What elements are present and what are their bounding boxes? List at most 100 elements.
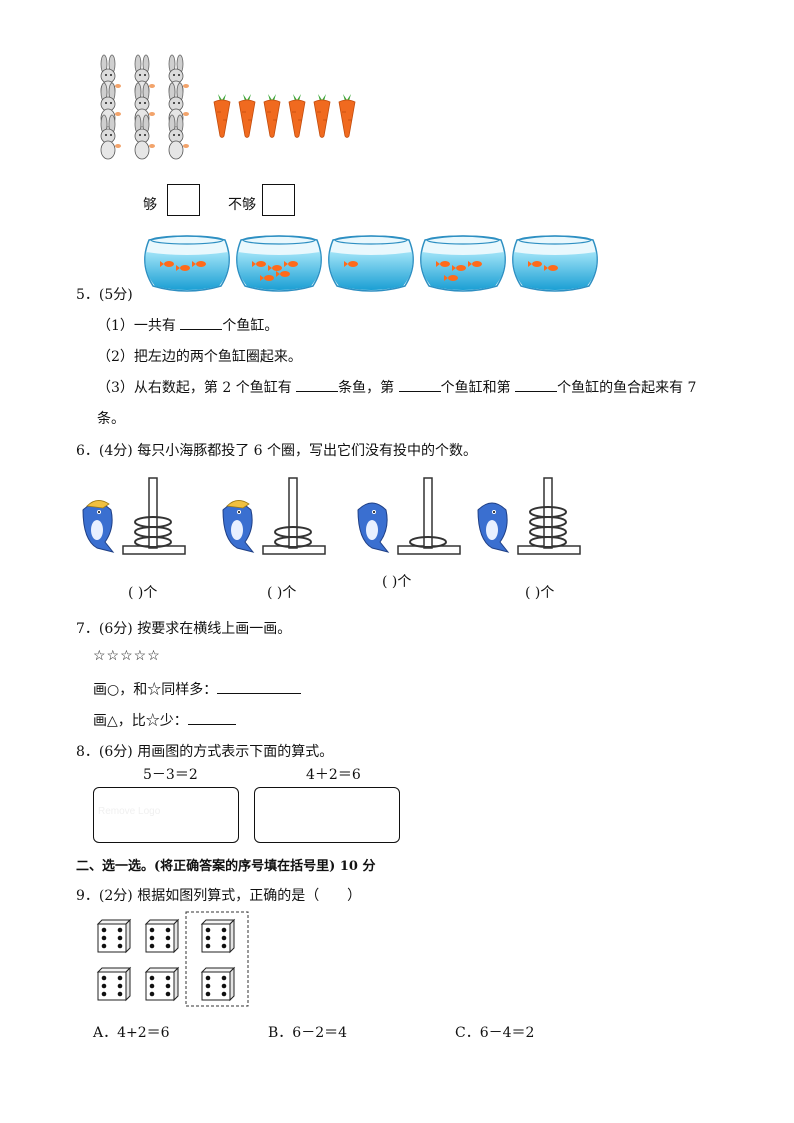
q7-line-b: 画△，比☆少： <box>93 710 236 730</box>
carrot-group <box>213 94 356 138</box>
ring-pole <box>517 477 581 555</box>
q5-line1-text-b: 个鱼缸。 <box>222 318 279 334</box>
enough-label: 够 <box>143 197 157 213</box>
q5-blank-total-bowls[interactable] <box>180 315 223 330</box>
q8-drawing-box-2[interactable] <box>254 787 400 843</box>
q5-line3-text-d: 个鱼缸的鱼合起来有 7 <box>557 380 697 396</box>
ring-pole <box>397 477 461 555</box>
ring-icon <box>529 506 567 518</box>
goldfish-icon <box>452 265 466 271</box>
q6-answer-2[interactable]: ( )个 <box>267 585 297 601</box>
dice-icon <box>96 918 132 954</box>
dolphin-ring-toss <box>82 477 186 555</box>
rabbit-icon <box>168 114 189 160</box>
dolphin-icon <box>477 502 510 553</box>
goldfish-icon <box>268 265 282 271</box>
rabbit-icon <box>134 114 155 160</box>
q6-answer-1[interactable]: ( )个 <box>128 585 158 601</box>
goldfish-icon <box>544 265 558 271</box>
q8-header: 8．(6分) 用画图的方式表示下面的算式。 <box>76 744 334 760</box>
fish-bowl <box>420 235 506 292</box>
q6-answer-4[interactable]: ( )个 <box>525 585 555 601</box>
goldfish-icon <box>444 275 458 281</box>
q7-line-b-text: 画△，比☆少： <box>93 713 188 729</box>
dice-icon <box>200 966 236 1002</box>
ring-pole <box>262 477 326 555</box>
q5-blank-bowl-b[interactable] <box>515 377 558 392</box>
dolphin-icon <box>357 502 390 553</box>
dolphin-icon <box>82 500 115 553</box>
dice-icon <box>144 966 180 1002</box>
carrot-icon <box>213 94 231 138</box>
q5-line3: （3）从右数起，第 2 个鱼缸有 条鱼，第 个鱼缸和第 个鱼缸的鱼合起来有 7 <box>97 377 696 397</box>
carrot-icon <box>288 94 306 138</box>
q5-line3-end: 条。 <box>97 411 125 427</box>
q7-line-a: 画○，和☆同样多： <box>93 679 302 699</box>
not-enough-answer-box[interactable] <box>262 184 295 216</box>
q9-option-c[interactable]: C．6－4＝2 <box>455 1025 535 1041</box>
goldfish-icon <box>344 261 358 267</box>
goldfish-icon <box>284 261 298 267</box>
q9-option-a[interactable]: A．4+2＝6 <box>93 1025 170 1041</box>
carrot-icon <box>238 94 256 138</box>
q5-line3-text-a: （3）从右数起，第 2 个鱼缸有 <box>97 380 292 396</box>
q9-option-b[interactable]: B．6－2＝4 <box>268 1025 348 1041</box>
q7-blank-circles[interactable] <box>217 679 302 694</box>
q8-drawing-box-1[interactable]: Remove Logo <box>93 787 239 843</box>
q6-header: 6．(4分) 每只小海豚都投了 6 个圈，写出它们没有投中的个数。 <box>76 443 477 459</box>
ring-icon <box>274 526 312 538</box>
fish-bowl <box>236 235 322 292</box>
dice-figure <box>96 911 249 1007</box>
dolphin-ring-toss <box>222 477 326 555</box>
goldfish-icon <box>276 271 290 277</box>
carrot-icon <box>338 94 356 138</box>
q7-line-a-text: 画○，和☆同样多： <box>93 682 218 698</box>
goldfish-icon <box>160 261 174 267</box>
q5-line3-text-c: 个鱼缸和第 <box>440 380 511 396</box>
dolphin-icon <box>222 500 255 553</box>
q5-header: 5．(5分) <box>76 287 133 303</box>
q5-line1: （1）一共有 个鱼缸。 <box>97 315 278 335</box>
q9-header: 9．(2分) 根据如图列算式，正确的是（ ） <box>76 888 362 904</box>
goldfish-icon <box>252 261 266 267</box>
fish-bowl <box>328 235 414 292</box>
rabbit-group <box>100 54 189 160</box>
dice-icon <box>200 918 236 954</box>
ring-icon <box>409 536 447 548</box>
carrot-icon <box>313 94 331 138</box>
goldfish-icon <box>468 261 482 267</box>
goldfish-icon <box>260 275 274 281</box>
dolphin-ring-toss <box>477 477 581 555</box>
ring-icon <box>134 516 172 528</box>
q5-line2: （2）把左边的两个鱼缸圈起来。 <box>97 349 302 365</box>
q8-equation-1: 5－3＝2 <box>143 767 198 783</box>
q7-stars: ☆☆☆☆☆ <box>93 648 161 664</box>
q7-header: 7．(6分) 按要求在横线上画一画。 <box>76 621 292 637</box>
q5-blank-bowl-a[interactable] <box>398 377 441 392</box>
enough-answer-box[interactable] <box>167 184 200 216</box>
dice-icon <box>96 966 132 1002</box>
dolphin-ring-toss <box>357 477 461 555</box>
q8-equation-2: 4＋2＝6 <box>306 767 361 783</box>
q8-faint-watermark: Remove Logo <box>98 806 161 817</box>
q7-blank-triangles[interactable] <box>187 710 236 725</box>
goldfish-icon <box>528 261 542 267</box>
not-enough-label: 不够 <box>228 197 256 213</box>
dashed-selection-box <box>185 911 249 1007</box>
goldfish-icon <box>176 265 190 271</box>
rabbit-icon <box>100 114 121 160</box>
fish-bowl <box>512 235 598 292</box>
goldfish-icon <box>436 261 450 267</box>
goldfish-icon <box>192 261 206 267</box>
fish-bowl-row <box>144 235 598 292</box>
dolphin-ring-toss-row <box>82 477 581 555</box>
q5-line3-text-b: 条鱼，第 <box>338 380 395 396</box>
fish-bowl <box>144 235 230 292</box>
ring-pole <box>122 477 186 555</box>
q5-line1-text-a: （1）一共有 <box>97 318 176 334</box>
q5-blank-fish-count[interactable] <box>296 377 339 392</box>
section-2-title: 二、选一选。(将正确答案的序号填在括号里) 10 分 <box>76 859 376 874</box>
carrot-icon <box>263 94 281 138</box>
q6-answer-3[interactable]: ( )个 <box>382 574 412 590</box>
dice-icon <box>144 918 180 954</box>
